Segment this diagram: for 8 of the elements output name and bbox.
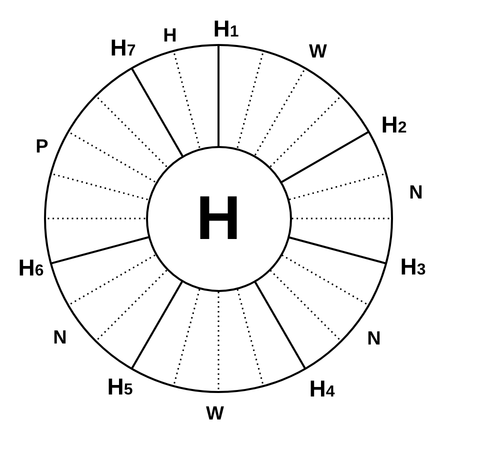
ring-label: N bbox=[367, 330, 381, 348]
ring-label: W bbox=[309, 42, 327, 62]
ring-label: W bbox=[206, 404, 224, 424]
ring-label: N bbox=[53, 328, 67, 348]
ring-label: P bbox=[36, 138, 48, 156]
ring-label: N bbox=[409, 184, 423, 202]
center-label: H bbox=[196, 188, 241, 250]
ring-label: H bbox=[163, 26, 177, 46]
